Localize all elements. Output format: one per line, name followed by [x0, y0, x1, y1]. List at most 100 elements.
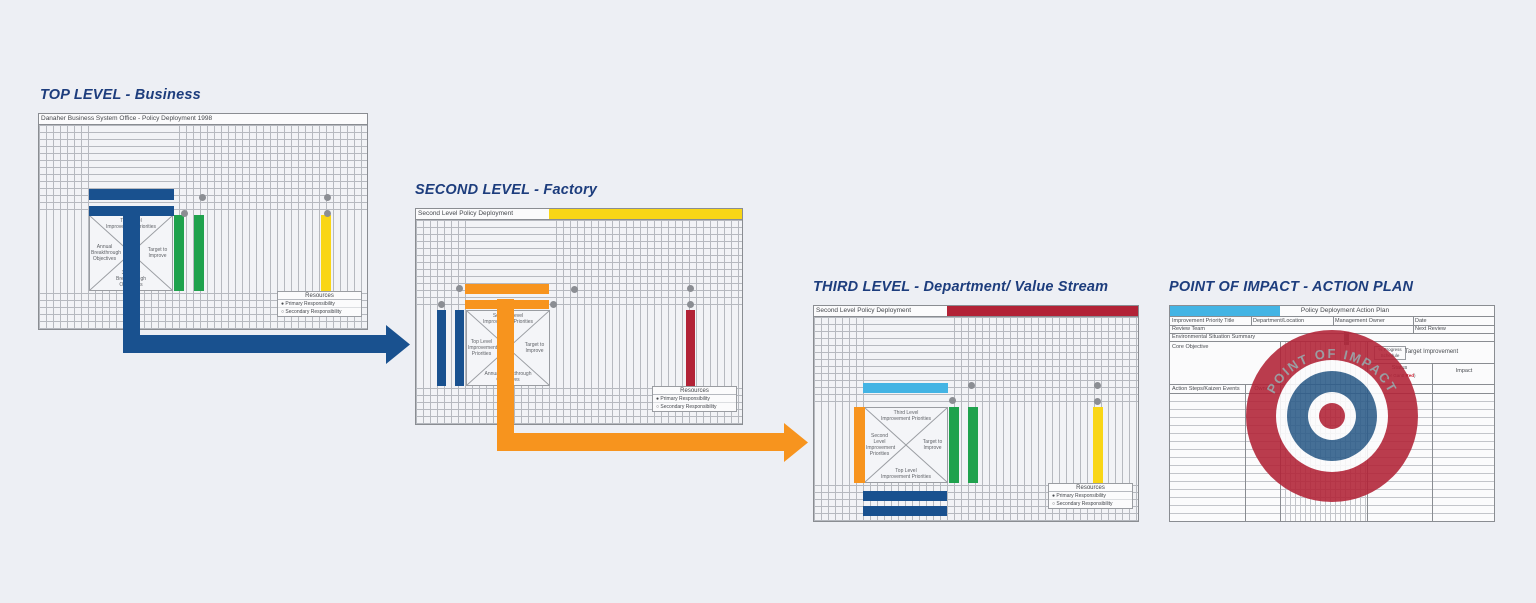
- navy-hbar-2: [863, 506, 947, 516]
- field-next-review: Next Review: [1415, 326, 1446, 332]
- cyan-hbar: [863, 383, 948, 393]
- responsibility-dot: [687, 301, 694, 308]
- third-level-matrix: Second Level Policy Deployment Third Lev…: [813, 305, 1139, 522]
- responsibility-dot: [438, 301, 445, 308]
- divider: [1245, 384, 1246, 521]
- legend-primary: ● Primary Responsibility: [278, 300, 361, 308]
- x-label-bottom: Top Level Improvement Priorities: [881, 468, 932, 480]
- green-vbar-1: [174, 215, 184, 291]
- field-date: Date: [1415, 318, 1427, 324]
- green-vbar-2: [194, 215, 204, 291]
- second-level-sheet-title: Second Level Policy Deployment: [418, 210, 514, 217]
- filled-dot-icon: ●: [281, 301, 285, 307]
- field-review-team: Review Team: [1172, 326, 1205, 332]
- responsibility-dot: [1094, 398, 1101, 405]
- resources-legend: Resources ● Primary Responsibility ○ Sec…: [1048, 483, 1133, 509]
- responsibility-dot: [550, 301, 557, 308]
- grid-center-column: [466, 220, 550, 310]
- filled-dot-icon: ●: [1052, 493, 1056, 499]
- point-of-impact-title: POINT OF IMPACT - ACTION PLAN: [1169, 279, 1414, 295]
- status-note-suffix: ): [1414, 373, 1416, 378]
- green-vbar-1: [949, 407, 959, 483]
- bullseye-target: POINT OF IMPACT: [1246, 330, 1418, 502]
- legend-secondary-label: Secondary Responsibility: [1056, 501, 1113, 507]
- x-label-left: Annual Breakthrough Objectives: [91, 244, 122, 262]
- x-label-right: Target to Improve: [524, 342, 545, 354]
- cyan-header-strip: [1170, 306, 1280, 316]
- legend-title: Resources: [278, 292, 361, 300]
- x-matrix-diagonals-icon: [865, 408, 947, 482]
- navy-vbar-2: [455, 310, 464, 386]
- legend-secondary: ○ Secondary Responsibility: [278, 308, 361, 316]
- action-plan-form: Policy Deployment Action Plan Improvemen…: [1169, 305, 1495, 522]
- field-percent-progress: % Progress: [1378, 347, 1402, 352]
- top-level-sheet-title: Danaher Business System Office - Policy …: [41, 115, 213, 122]
- field-core-objective: Core Objective: [1172, 344, 1209, 350]
- yellow-header-strip: [549, 209, 742, 219]
- legend-title: Resources: [1049, 484, 1132, 492]
- grid-center-column: [89, 125, 173, 215]
- navy-hbar-1: [863, 491, 947, 501]
- navy-hbar-2: [89, 206, 174, 216]
- action-plan-sheet-title: Policy Deployment Action Plan: [1300, 307, 1390, 314]
- x-label-right: Target to Improve: [922, 439, 943, 451]
- field-department-location: Department/Location: [1253, 318, 1305, 324]
- second-level-matrix-header: Second Level Policy Deployment: [416, 209, 742, 220]
- divider: [1367, 363, 1494, 364]
- divider: [1432, 363, 1433, 521]
- divider: [1333, 317, 1334, 325]
- x-label-top: Top Level Improvement Priorities: [106, 218, 157, 230]
- responsibility-dot: [949, 397, 956, 404]
- crimson-header-strip: [947, 306, 1138, 316]
- x-label-left: Top Level Improvement Priorities: [468, 339, 498, 357]
- orange-hbar-2: [465, 300, 549, 309]
- green-vbar-2: [968, 407, 978, 483]
- top-level-title: TOP LEVEL - Business: [40, 87, 201, 103]
- resources-legend: Resources ● Primary Responsibility ○ Sec…: [277, 291, 362, 317]
- divider: [1413, 317, 1414, 333]
- third-level-matrix-header: Second Level Policy Deployment: [814, 306, 1138, 317]
- orange-hbar-1: [465, 284, 549, 294]
- top-level-matrix-header: Danaher Business System Office - Policy …: [39, 114, 367, 125]
- yellow-vbar: [321, 215, 331, 291]
- resources-legend: Resources ● Primary Responsibility ○ Sec…: [652, 386, 737, 412]
- top-level-matrix-grid: Top Level Improvement Priorities Annual …: [39, 125, 367, 329]
- orange-vbar: [854, 407, 865, 483]
- field-environmental-summary: Environmental Situation Summary: [1172, 334, 1256, 340]
- divider: [1170, 325, 1494, 326]
- grid-center-column: [864, 317, 948, 407]
- third-level-sheet-title: Second Level Policy Deployment: [816, 307, 912, 314]
- x-matrix-core: Top Level Improvement Priorities Annual …: [89, 215, 173, 291]
- x-matrix-core: Second Level Improvement Priorities Top …: [466, 310, 550, 386]
- second-level-matrix: Second Level Policy Deployment Second Le…: [415, 208, 743, 425]
- legend-secondary-label: Secondary Responsibility: [285, 309, 342, 315]
- status-note-red: Red: [1405, 373, 1415, 378]
- x-label-bottom: 3-5 Year Breakthrough Objectives: [115, 270, 147, 288]
- legend-primary-label: Primary Responsibility: [660, 396, 710, 402]
- yellow-vbar: [1093, 407, 1103, 483]
- responsibility-dot: [1094, 382, 1101, 389]
- open-dot-icon: ○: [656, 404, 660, 410]
- x-matrix-core: Third Level Improvement Priorities Secon…: [864, 407, 948, 483]
- responsibility-dot: [324, 210, 331, 217]
- legend-primary-label: Primary Responsibility: [285, 301, 335, 307]
- third-level-title: THIRD LEVEL - Department/ Value Stream: [813, 279, 1109, 295]
- second-level-title: SECOND LEVEL - Factory: [415, 182, 598, 198]
- field-impact: Impact: [1455, 368, 1473, 374]
- third-level-matrix-grid: Third Level Improvement Priorities Secon…: [814, 317, 1138, 521]
- field-action-steps: Action Steps/Kaizen Events: [1172, 386, 1240, 392]
- action-plan-header: Policy Deployment Action Plan: [1170, 306, 1494, 317]
- responsibility-dot: [968, 382, 975, 389]
- legend-primary-label: Primary Responsibility: [1056, 493, 1106, 499]
- legend-secondary: ○ Secondary Responsibility: [1049, 500, 1132, 508]
- x-label-right: Target to Improve: [147, 247, 168, 259]
- target-center: [1319, 403, 1345, 429]
- field-improvement-priority-title: Improvement Priority Title: [1172, 318, 1235, 324]
- field-management-owner: Management Owner: [1335, 318, 1385, 324]
- responsibility-dot: [687, 285, 694, 292]
- responsibility-dot: [181, 210, 188, 217]
- responsibility-dot: [571, 286, 578, 293]
- responsibility-dot: [324, 194, 331, 201]
- top-level-matrix: Danaher Business System Office - Policy …: [38, 113, 368, 330]
